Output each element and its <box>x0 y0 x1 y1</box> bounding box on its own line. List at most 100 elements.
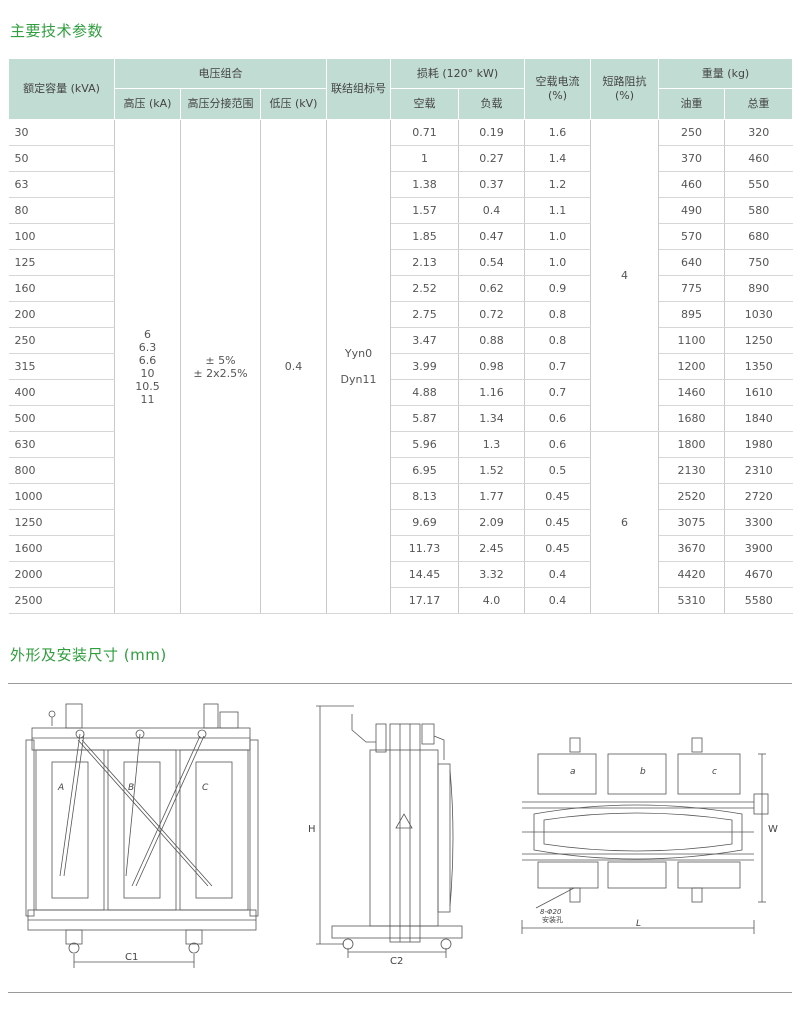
no-load-loss-cell: 5.87 <box>390 405 459 432</box>
section-title-dimensions: 外形及安装尺寸 (mm) <box>10 646 167 664</box>
lv-value-cell: 0.4 <box>260 119 327 614</box>
no-load-loss-cell: 1.57 <box>390 197 459 224</box>
terminal-box-a <box>537 753 597 795</box>
total-weight-cell: 1250 <box>724 327 793 354</box>
header-impedance: 短路阻抗 (%) <box>590 58 660 120</box>
total-weight-cell: 1980 <box>724 431 793 458</box>
no-load-loss-cell: 9.69 <box>390 509 459 536</box>
total-weight-cell: 680 <box>724 223 793 250</box>
load-loss-cell: 0.54 <box>458 249 526 276</box>
capacity-cell: 250 <box>8 327 115 354</box>
no-load-loss-cell: 3.47 <box>390 327 459 354</box>
load-loss-cell: 0.98 <box>458 353 526 380</box>
capacity-cell: 200 <box>8 301 115 328</box>
impedance-cell-group1: 4 <box>590 119 660 432</box>
load-loss-cell: 1.52 <box>458 457 526 484</box>
terminal-box-b <box>607 753 667 795</box>
phase-label-c-top: c <box>712 767 717 777</box>
capacity-cell: 315 <box>8 353 115 380</box>
header-voltage-group: 电压组合 <box>114 58 327 89</box>
total-weight-cell: 2310 <box>724 457 793 484</box>
spec-table: 额定容量 (kVA) 电压组合 联结组标号 损耗 (120° kW) 空载电流 … <box>8 58 794 614</box>
phase-label-b: B <box>128 783 134 793</box>
no-load-current-cell: 0.7 <box>524 353 592 380</box>
capacity-cell: 125 <box>8 249 115 276</box>
load-loss-cell: 1.16 <box>458 379 526 406</box>
core-top <box>533 804 743 860</box>
no-load-loss-cell: 1 <box>390 145 459 172</box>
oil-weight-cell: 570 <box>658 223 726 250</box>
load-loss-cell: 1.3 <box>458 431 526 458</box>
header-tap-range: 高压分接范围 <box>180 88 261 120</box>
capacity-cell: 160 <box>8 275 115 302</box>
oil-weight-cell: 5310 <box>658 587 726 614</box>
header-capacity: 额定容量 (kVA) <box>8 58 115 120</box>
no-load-loss-cell: 2.52 <box>390 275 459 302</box>
capacity-cell: 63 <box>8 171 115 198</box>
no-load-current-cell: 0.45 <box>524 535 592 562</box>
mounting-hole-note: 8-Φ20 <box>540 908 562 916</box>
load-loss-cell: 0.19 <box>458 119 526 146</box>
load-loss-cell: 0.37 <box>458 171 526 198</box>
load-loss-cell: 0.4 <box>458 197 526 224</box>
oil-weight-cell: 2520 <box>658 483 726 510</box>
header-no-load-loss: 空载 <box>390 88 459 120</box>
header-weight: 重量 (kg) <box>658 58 794 89</box>
load-loss-cell: 0.88 <box>458 327 526 354</box>
no-load-loss-cell: 3.99 <box>390 353 459 380</box>
dim-label-l: L <box>636 919 641 929</box>
coil-c <box>179 749 249 911</box>
capacity-cell: 1250 <box>8 509 115 536</box>
header-loss: 损耗 (120° kW) <box>389 58 526 89</box>
no-load-current-cell: 0.45 <box>524 509 592 536</box>
oil-weight-cell: 640 <box>658 249 726 276</box>
vector-group-cell: Yyn0 Dyn11 <box>326 119 391 614</box>
load-loss-cell: 0.47 <box>458 223 526 250</box>
no-load-loss-cell: 4.88 <box>390 379 459 406</box>
total-weight-cell: 3300 <box>724 509 793 536</box>
hv-terminal <box>65 703 83 729</box>
load-loss-cell: 2.09 <box>458 509 526 536</box>
load-loss-cell: 1.34 <box>458 405 526 432</box>
total-weight-cell: 4670 <box>724 561 793 588</box>
capacity-cell: 80 <box>8 197 115 224</box>
total-weight-cell: 5580 <box>724 587 793 614</box>
no-load-current-cell: 0.5 <box>524 457 592 484</box>
phase-label-a-top: a <box>570 767 576 777</box>
load-loss-cell: 1.77 <box>458 483 526 510</box>
phase-label-b-top: b <box>640 767 646 777</box>
impedance-cell-group2: 6 <box>590 431 660 614</box>
oil-weight-cell: 1800 <box>658 431 726 458</box>
no-load-current-cell: 0.8 <box>524 327 592 354</box>
top-clamp <box>31 727 251 751</box>
side-view-drawing: H C2 <box>308 705 463 967</box>
bottom-divider <box>8 992 792 993</box>
dim-label-c2: C2 <box>390 956 403 967</box>
load-loss-cell: 0.27 <box>458 145 526 172</box>
no-load-loss-cell: 1.38 <box>390 171 459 198</box>
no-load-loss-cell: 11.73 <box>390 535 459 562</box>
base-frame <box>331 925 463 939</box>
total-weight-cell: 1840 <box>724 405 793 432</box>
oil-weight-cell: 1100 <box>658 327 726 354</box>
capacity-cell: 2000 <box>8 561 115 588</box>
top-view-drawing: a b c W L 8-Φ20 安装孔 <box>521 737 778 934</box>
oil-weight-cell: 1680 <box>658 405 726 432</box>
header-load-loss: 负载 <box>457 88 526 120</box>
coil-body <box>369 749 439 927</box>
coil-a <box>35 749 105 911</box>
no-load-loss-cell: 8.13 <box>390 483 459 510</box>
total-weight-cell: 550 <box>724 171 793 198</box>
oil-weight-cell: 3075 <box>658 509 726 536</box>
capacity-cell: 2500 <box>8 587 115 614</box>
total-weight-cell: 1350 <box>724 353 793 380</box>
